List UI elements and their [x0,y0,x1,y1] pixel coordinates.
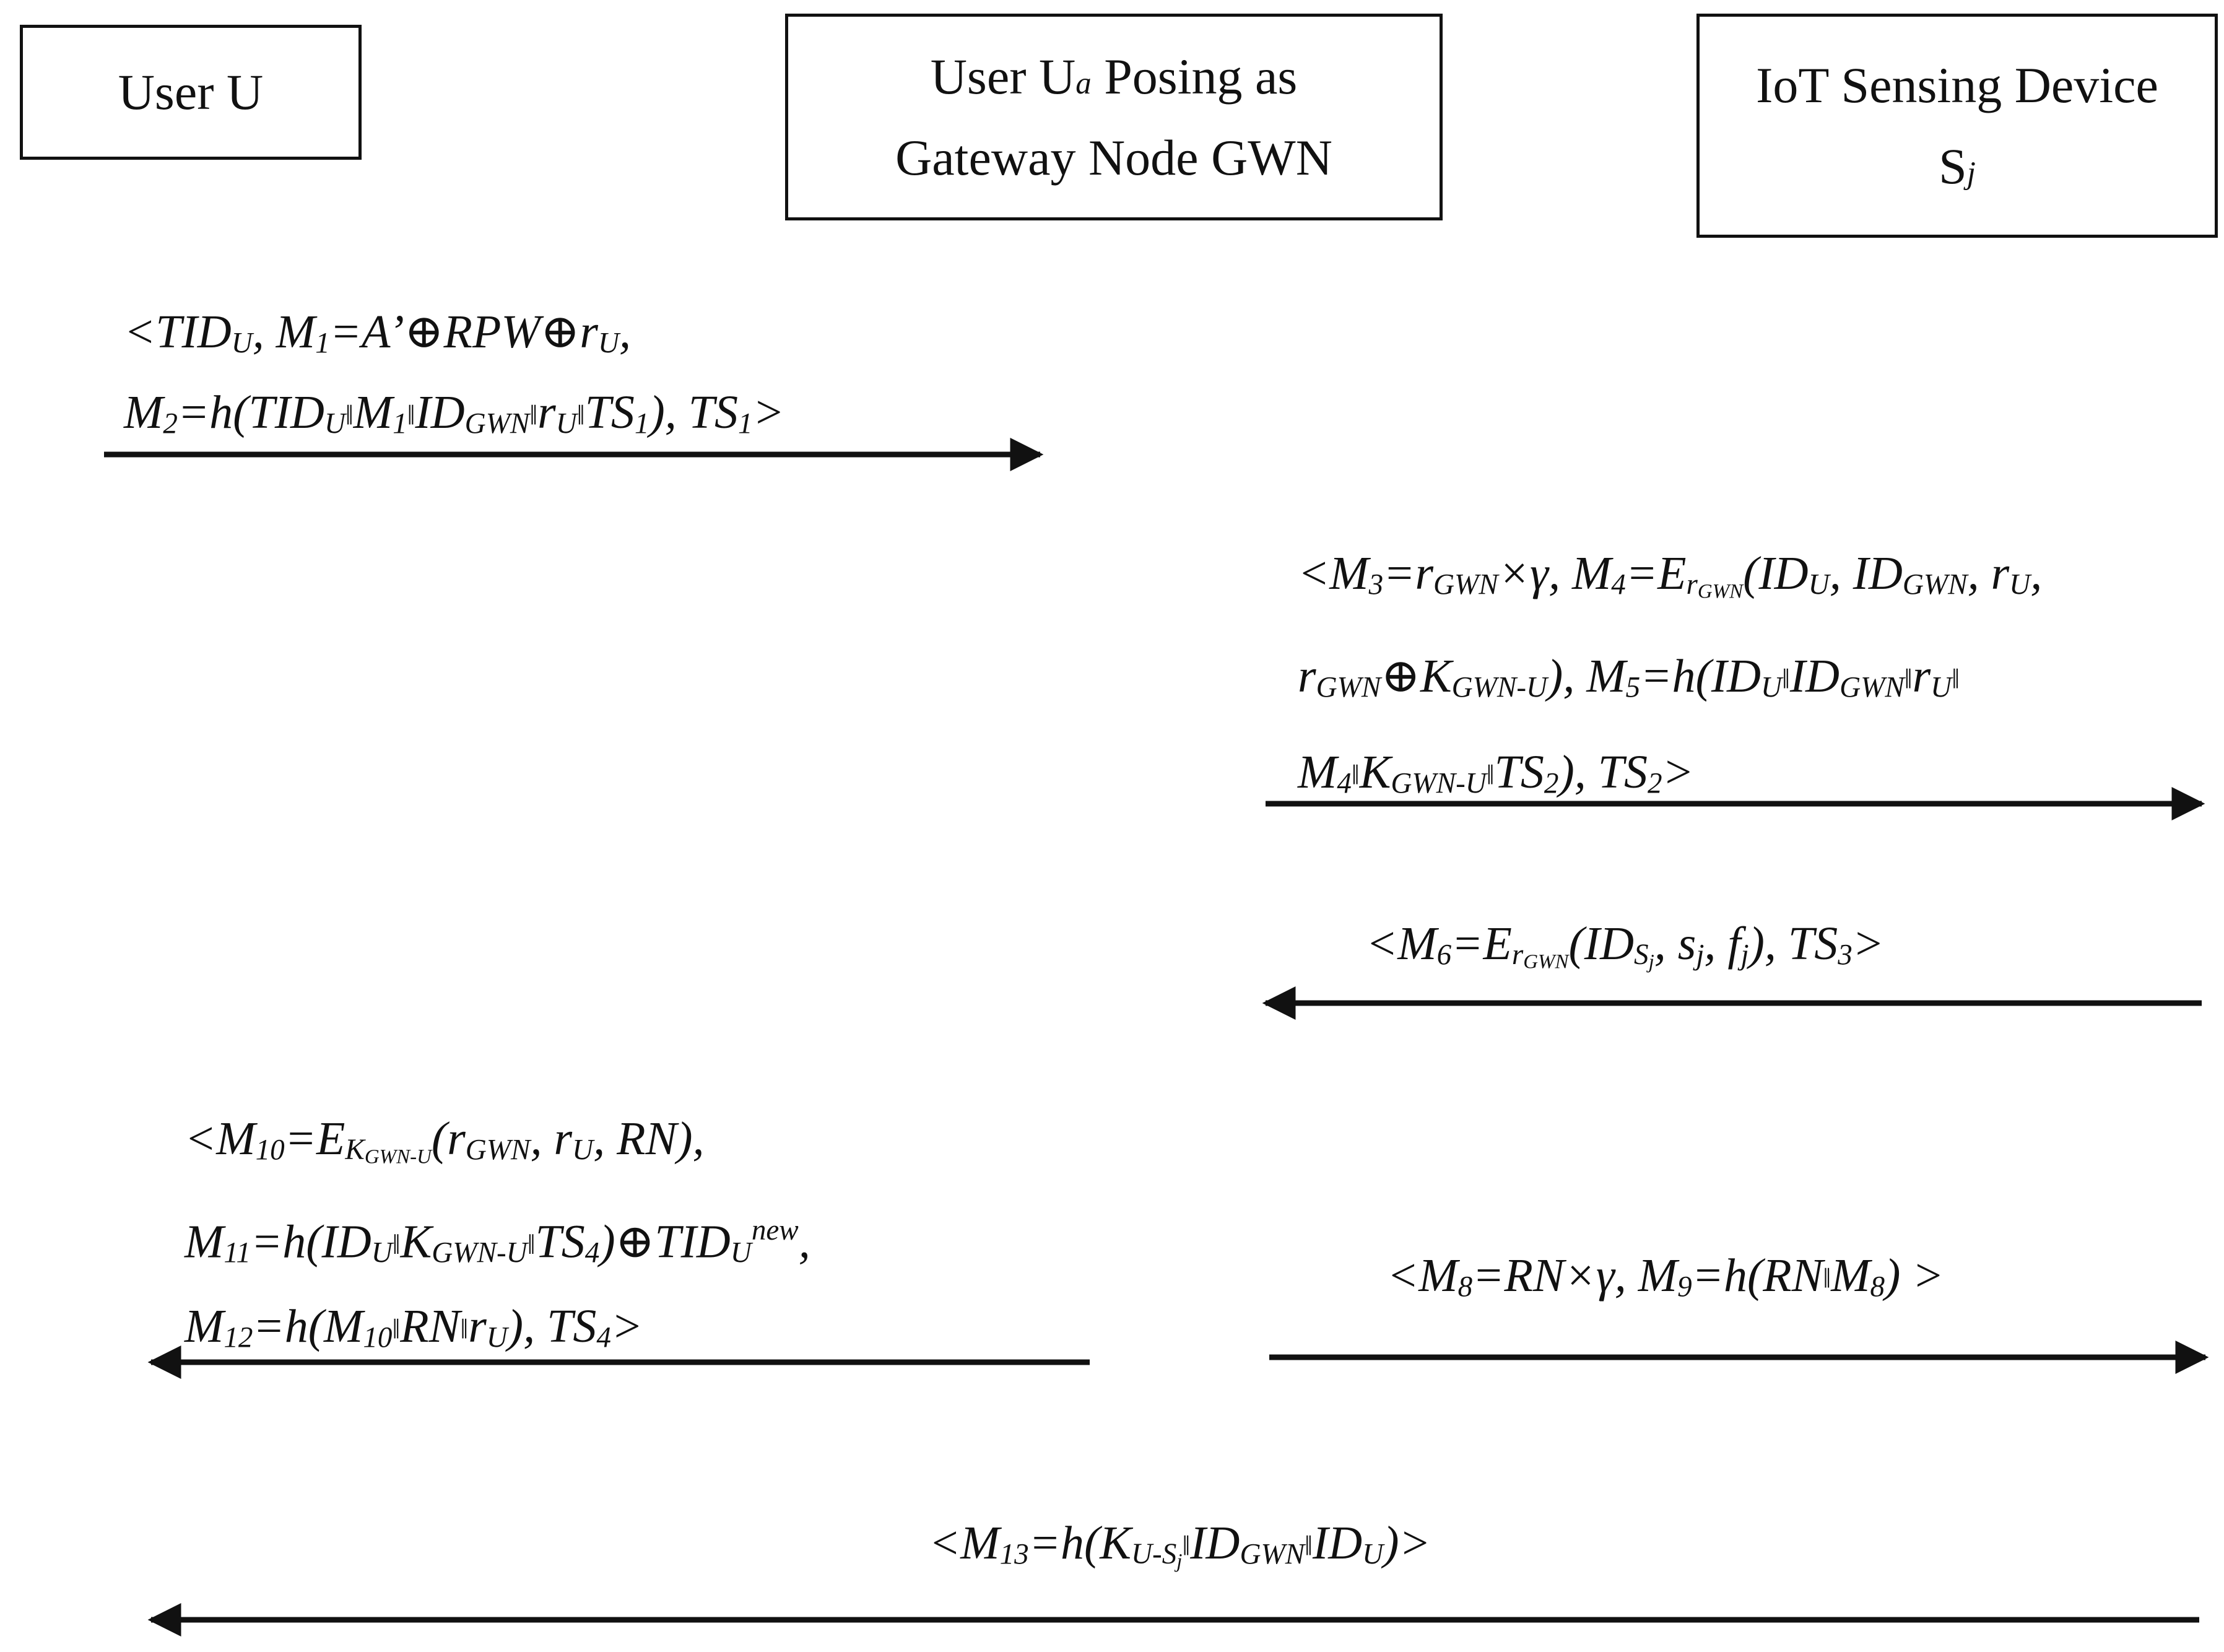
message-1-line1: <TIDU, M1=A’⊕RPW⊕rU, [124,306,631,360]
party-user-u: User U [20,25,362,160]
message-2-label: <M3=rGWN×γ, M4=ErGWN(IDU, IDGWN, rU, rGW… [1298,531,2042,825]
message-3-line1: <M6=ErGWN(IDSj, sj, fj), TS3> [1366,918,1885,974]
message-4-label: <M10=EKGWN-U(rGWN, rU, RN), M11=h(IDU‖KG… [185,1102,810,1374]
message-1-line2: M2=h(TIDU‖M1‖IDGWN‖rU‖TS1), TS1> [124,386,784,440]
message-5-line1: <M8=RN×γ, M9=h(RN‖M8) > [1387,1250,1944,1303]
message-5-label: <M8=RN×γ, M9=h(RN‖M8) > [1387,1238,1944,1324]
message-2-line2: rGWN⊕KGWN-U), M5=h(IDU‖IDGWN‖rU‖ [1298,650,1960,704]
message-4-line2: M11=h(IDU‖KGWN-U‖TS4)⊕TIDUnew, [185,1214,810,1269]
message-2-line1: <M3=rGWN×γ, M4=ErGWN(IDU, IDGWN, rU, [1298,547,2043,604]
party-device-line1: IoT Sensing Device [1756,56,2158,113]
message-2-line3: M4‖KGWN-U‖TS2), TS2> [1298,746,1694,799]
party-attacker-line2: Gateway Node GWN [895,129,1332,186]
message-6-line1: <M13=h(KU-Sj‖IDGWN‖IDU)> [929,1517,1431,1573]
message-4-line1: <M10=EKGWN-U(rGWN, rU, RN), [185,1113,705,1169]
message-1-label: <TIDU, M1=A’⊕RPW⊕rU, M2=h(TIDU‖M1‖IDGWN‖… [124,297,784,459]
party-user-u-label: User U [118,64,264,121]
message-3-label: <M6=ErGWN(IDSj, sj, fj), TS3> [1366,906,1884,999]
message-6-label: <M13=h(KU-Sj‖IDGWN‖IDU)> [929,1506,1431,1599]
message-4-line3: M12=h(M10‖RN‖rU), TS4> [185,1300,643,1354]
